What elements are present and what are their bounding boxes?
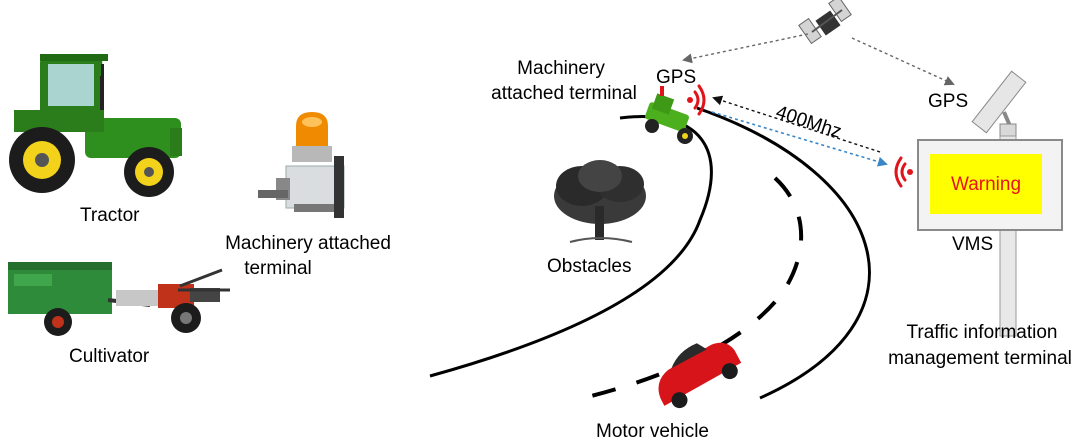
wireless-signal-icon-vms <box>894 156 913 188</box>
tractor-icon <box>9 54 182 197</box>
gps-signal-arrows <box>682 33 955 86</box>
label-tim-line1: Traffic information <box>906 322 1058 343</box>
cultivator-icon <box>8 262 230 336</box>
vms-warning-text: Warning <box>950 174 1022 195</box>
car-icon <box>658 342 742 409</box>
label-obstacles: Obstacles <box>547 256 632 277</box>
label-terminal-right-line2: attached terminal <box>491 83 637 104</box>
road <box>429 106 871 402</box>
road-tractor-icon <box>645 86 693 144</box>
satellite-icon <box>798 0 852 45</box>
label-terminal-left-line2: terminal <box>244 258 312 279</box>
label-tim-line2: management terminal <box>888 348 1072 369</box>
radio-link-arrows <box>711 95 888 167</box>
label-gps-left: GPS <box>656 67 697 88</box>
label-terminal-right-line1: Machinery <box>517 58 605 79</box>
label-vms: VMS <box>952 234 994 255</box>
gps-antenna-icon <box>971 70 1027 141</box>
label-motor-vehicle: Motor vehicle <box>596 421 709 442</box>
machinery-terminal-device-icon <box>258 112 345 218</box>
wireless-signal-icon <box>687 84 706 116</box>
label-cultivator: Cultivator <box>69 346 150 367</box>
vms-sign <box>917 135 1063 337</box>
label-gps-right: GPS <box>928 91 969 112</box>
label-tractor: Tractor <box>80 205 140 226</box>
tree-icon <box>554 160 646 243</box>
label-terminal-left-line1: Machinery attached <box>225 233 391 254</box>
